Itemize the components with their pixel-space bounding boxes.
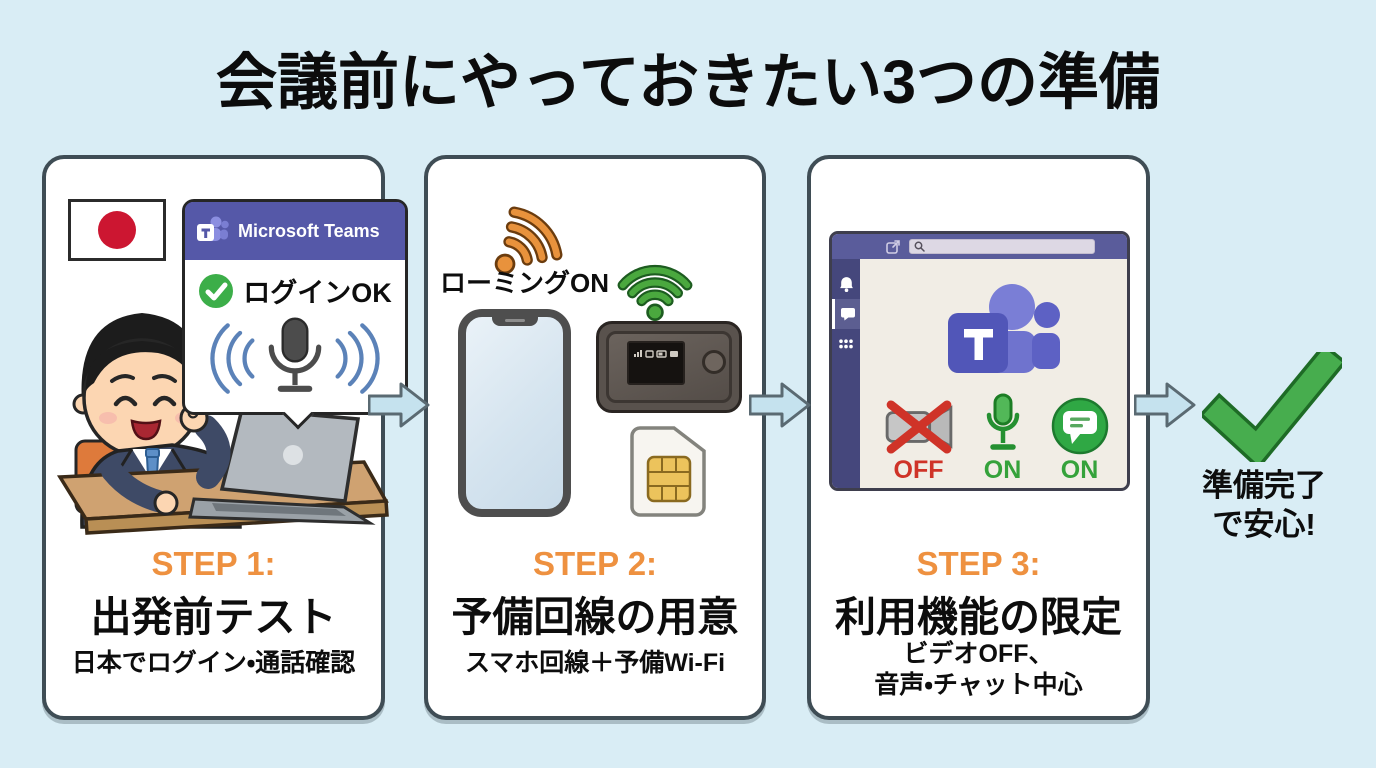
login-status-row: ログインOK (185, 260, 405, 312)
step1-heading: 出発前テスト (90, 594, 337, 640)
arrow-right-icon (749, 382, 811, 428)
chat-on-icon (1051, 397, 1108, 455)
chat-state: ON (1060, 456, 1099, 484)
video-toggle: OFF (882, 399, 956, 483)
wifi-icon (617, 264, 693, 321)
router-screen (627, 341, 685, 385)
step2-caption: スマホ回線＋予備Wi-Fi (464, 649, 726, 677)
microphone-icon (210, 317, 380, 394)
teams-logo-large-icon (948, 284, 1060, 373)
checkmark-icon (1202, 352, 1342, 462)
japan-flag-icon (68, 199, 166, 261)
result-line1: 準備完了 (1202, 468, 1326, 503)
router-status-icons (634, 350, 678, 358)
mic-state: ON (983, 456, 1022, 484)
mic-toggle: ON (983, 393, 1023, 483)
step3-heading: 利用機能の限定 (835, 594, 1122, 640)
step3-label: STEP 3: (916, 545, 1041, 582)
share-icon (886, 240, 900, 254)
smartphone-icon (458, 309, 571, 517)
mic-test-area (185, 312, 405, 412)
feature-toggles-row: OFF ON (868, 393, 1123, 483)
login-status: ログインOK (243, 278, 392, 308)
step1-label: STEP 1: (151, 545, 276, 582)
arrow-right-icon (1134, 382, 1196, 428)
mobile-router-icon (596, 321, 742, 413)
check-circle-icon (199, 273, 234, 308)
japan-flag-sun (98, 211, 136, 249)
teams-titlebar (832, 234, 1127, 259)
search-icon (914, 241, 925, 252)
chat-icon (840, 308, 855, 321)
sim-card-icon (630, 426, 706, 517)
chat-item-selected (832, 299, 860, 329)
roaming-label: ローミングON (440, 268, 610, 298)
search-input (909, 239, 1095, 254)
step3-caption-line2: 音声・チャット中心 (874, 671, 1083, 699)
chat-toggle: ON (1050, 397, 1110, 483)
teams-main-pane: OFF ON (860, 259, 1127, 488)
video-state: OFF (893, 456, 944, 484)
teams-header-bar: Microsoft Teams (185, 202, 405, 260)
step2-heading: 予備回線の用意 (451, 594, 739, 640)
teams-app-window: OFF ON (829, 231, 1130, 491)
video-camera-off-icon (885, 400, 952, 454)
teams-item (832, 329, 860, 359)
person-at-laptop-illustration (56, 313, 389, 535)
result-caption: 準備完了 で安心! (1178, 466, 1350, 544)
teams-logo-icon (197, 216, 229, 241)
teams-app-name: Microsoft Teams (238, 220, 380, 241)
step3-caption-line1: ビデオOFF、 (903, 640, 1054, 668)
phone-speaker (504, 319, 525, 322)
step1-card: Microsoft Teams ログインOK (42, 155, 408, 720)
router-button (702, 350, 726, 374)
arrow-right-icon (368, 382, 430, 428)
result-line2: で安心! (1212, 507, 1316, 542)
step2-label: STEP 2: (532, 545, 658, 582)
page-title: 会議前にやっておきたい3つの準備 (215, 48, 1161, 116)
roaming-signal-icon (494, 206, 563, 275)
bell-icon (839, 276, 853, 292)
teams-grid-icon (839, 338, 853, 348)
step1-caption: 日本でログイン・通話確認 (71, 649, 356, 677)
activity-item (832, 269, 860, 299)
step3-card: OFF ON (807, 155, 1150, 720)
teams-window-body: OFF ON (832, 259, 1127, 488)
teams-login-bubble: Microsoft Teams ログインOK (182, 199, 408, 430)
teams-sidebar (832, 259, 860, 488)
microphone-on-icon (986, 393, 1019, 450)
step2-card: ローミングON (424, 155, 766, 720)
step3-caption: ビデオOFF、 音声・チャット中心 (811, 639, 1146, 701)
